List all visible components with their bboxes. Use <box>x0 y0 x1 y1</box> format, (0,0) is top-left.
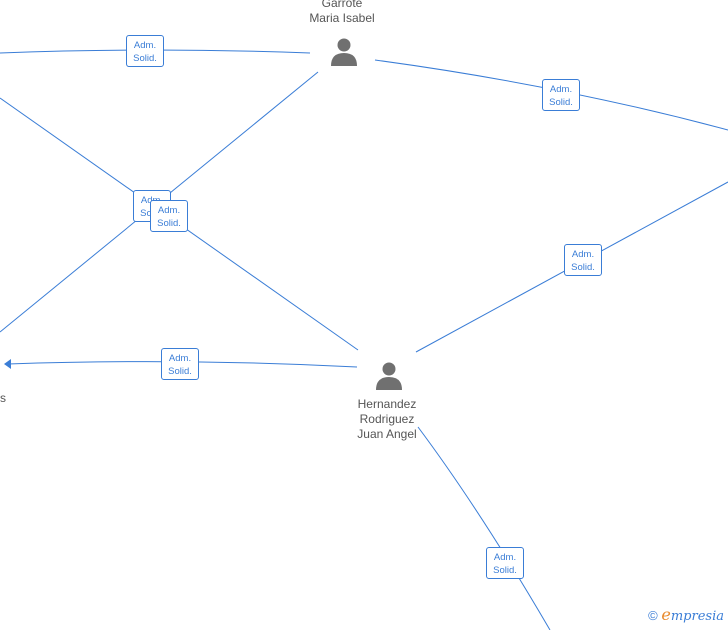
edge-label-line2: Solid. <box>493 565 517 576</box>
node-label-left-partial[interactable]: s <box>0 391 6 405</box>
edge-label[interactable]: Adm. Solid. <box>161 348 199 380</box>
brand-rest: mpresia <box>670 609 724 624</box>
arrow-head <box>4 359 11 369</box>
edge-label[interactable]: Adm. Solid. <box>126 35 164 67</box>
edge-label-line2: Solid. <box>571 262 595 273</box>
edge-label-line1: Adm. <box>493 552 517 563</box>
edge-label-line1: Adm. <box>571 249 595 260</box>
node-label-line: Rodriguez <box>359 412 415 426</box>
node-label-line: Juan Angel <box>357 427 417 441</box>
edge-label[interactable]: Adm. Solid. <box>150 200 188 232</box>
copyright-icon: © <box>648 608 658 623</box>
edge-label-line1: Adm. <box>168 353 192 364</box>
edge-label-line2: Solid. <box>549 97 573 108</box>
node-label-hernandez[interactable]: Hernandez Rodriguez Juan Angel <box>337 397 437 442</box>
edge-label[interactable]: Adm. Solid. <box>486 547 524 579</box>
node-label-garrote[interactable]: Garrote Maria Isabel <box>292 0 392 26</box>
edge-label-line2: Solid. <box>133 53 157 64</box>
edge-label-line1: Adm. <box>157 205 181 216</box>
node-label-line: Garrote <box>321 0 363 10</box>
edge-label-line1: Adm. <box>549 84 573 95</box>
person-icon-garrote[interactable] <box>329 36 359 66</box>
node-label-line: Hernandez <box>357 397 417 411</box>
edge-label[interactable]: Adm. Solid. <box>564 244 602 276</box>
empresia-watermark: © empresia <box>648 605 724 624</box>
edge-label[interactable]: Adm. Solid. <box>542 79 580 111</box>
edge-hernandez-to-bottom <box>417 426 551 630</box>
edge-label-line2: Solid. <box>157 218 181 229</box>
node-label-line: Maria Isabel <box>309 11 375 25</box>
edge-label-line1: Adm. <box>133 40 157 51</box>
edge-label-line2: Solid. <box>168 366 192 377</box>
person-icon-hernandez[interactable] <box>374 360 404 390</box>
brand-initial: e <box>661 605 671 624</box>
